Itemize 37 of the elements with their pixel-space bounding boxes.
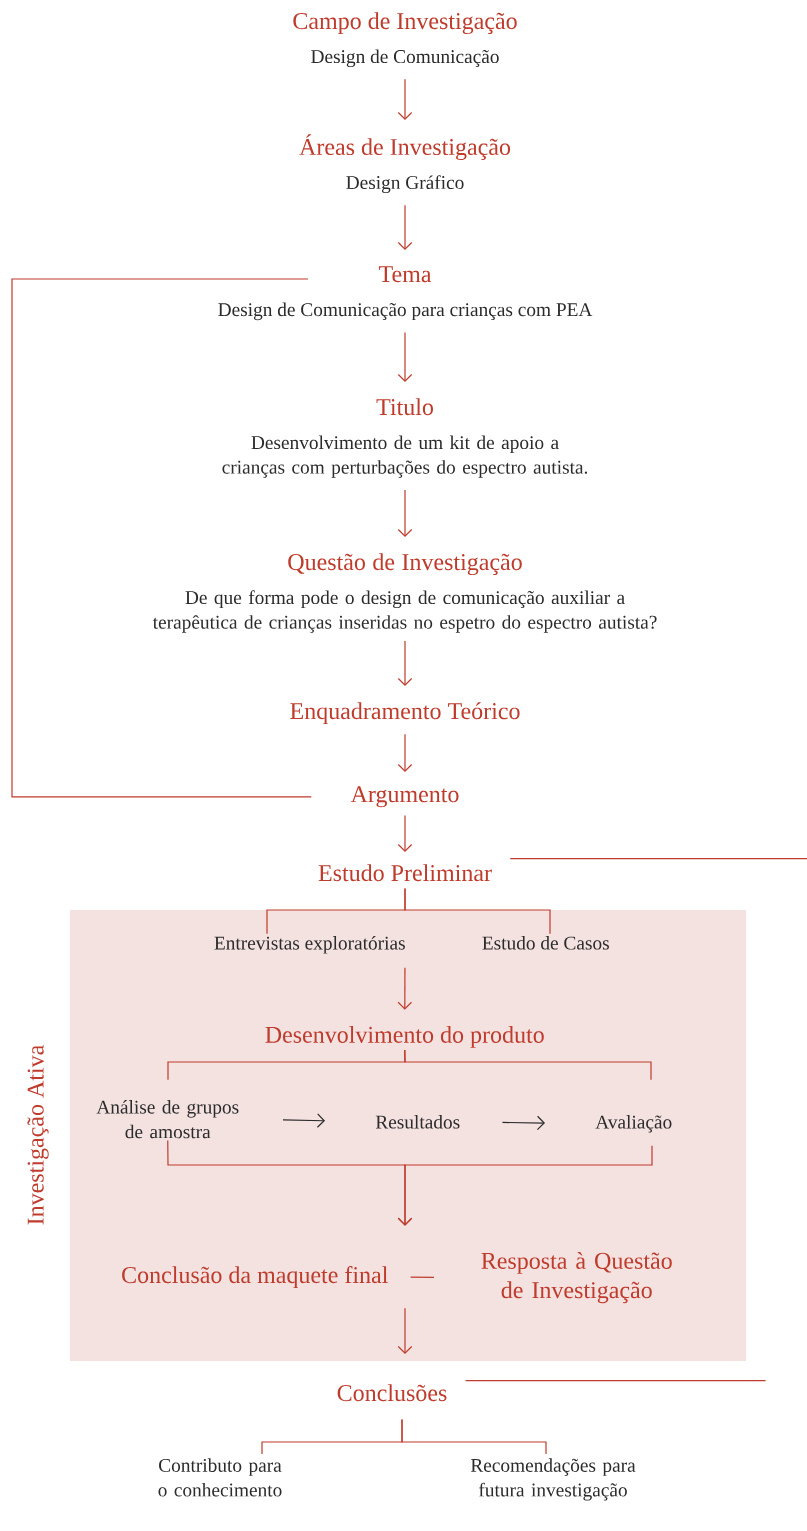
arrow [397,1307,413,1354]
connector-line [401,1418,547,1455]
stage-heading: Estudo Preliminar [318,864,492,882]
node-label: Investigação Ativa [27,1045,49,1225]
arrow [397,814,413,852]
stage-heading: Argumento [350,786,459,808]
arrow [501,1115,545,1131]
connector-line [404,887,551,935]
arrow [397,967,413,1010]
arrow [282,1113,326,1128]
stage-heading: Desenvolvimento do produto [265,1026,544,1048]
step-label: Entrevistas exploratórias [214,936,405,954]
arrow [397,640,413,686]
connector-line [404,1049,652,1081]
stage-heading: Conclusão da maquete final [122,1266,388,1288]
arrow [397,1145,653,1226]
connector-line [410,1276,435,1279]
stage-text: Áreas de Investigação Design Gráfico [299,134,511,194]
stage-text: Questão de Investigação De que forma pode o design de comunicação auxiliar a terapêutica de crianças inseridas no espetro do espectro autista? [152,553,657,633]
step-label: Avaliação [595,1115,672,1133]
stage-text: Tema Design de Comunicação para crianças com PEA [218,266,593,321]
step-label: Análise de grupos de amostra [96,1100,239,1139]
stage-heading: Enquadramento Teórico [290,702,520,725]
arrow [397,733,413,772]
stage-text: Titulo Desenvolvimento de um kit de apoio a crianças com perturbações do espectro autista. [222,398,588,478]
step-label: Recomendações para futura investigação [470,1458,636,1501]
arrow [397,204,413,250]
stage-text: Campo de Investigação Design de Comunicação [293,12,517,68]
connector-line [11,278,312,798]
arrow [397,331,413,382]
arrow [397,489,413,537]
step-label: Resultados [375,1115,460,1129]
stage-heading: Resposta à Questão de Investigação [481,1252,672,1304]
step-label: Estudo de Casos [482,936,609,950]
step-label: Contributo para o conhecimento [158,1458,282,1497]
arrow [397,78,413,120]
stage-heading: Conclusões [337,1384,447,1402]
